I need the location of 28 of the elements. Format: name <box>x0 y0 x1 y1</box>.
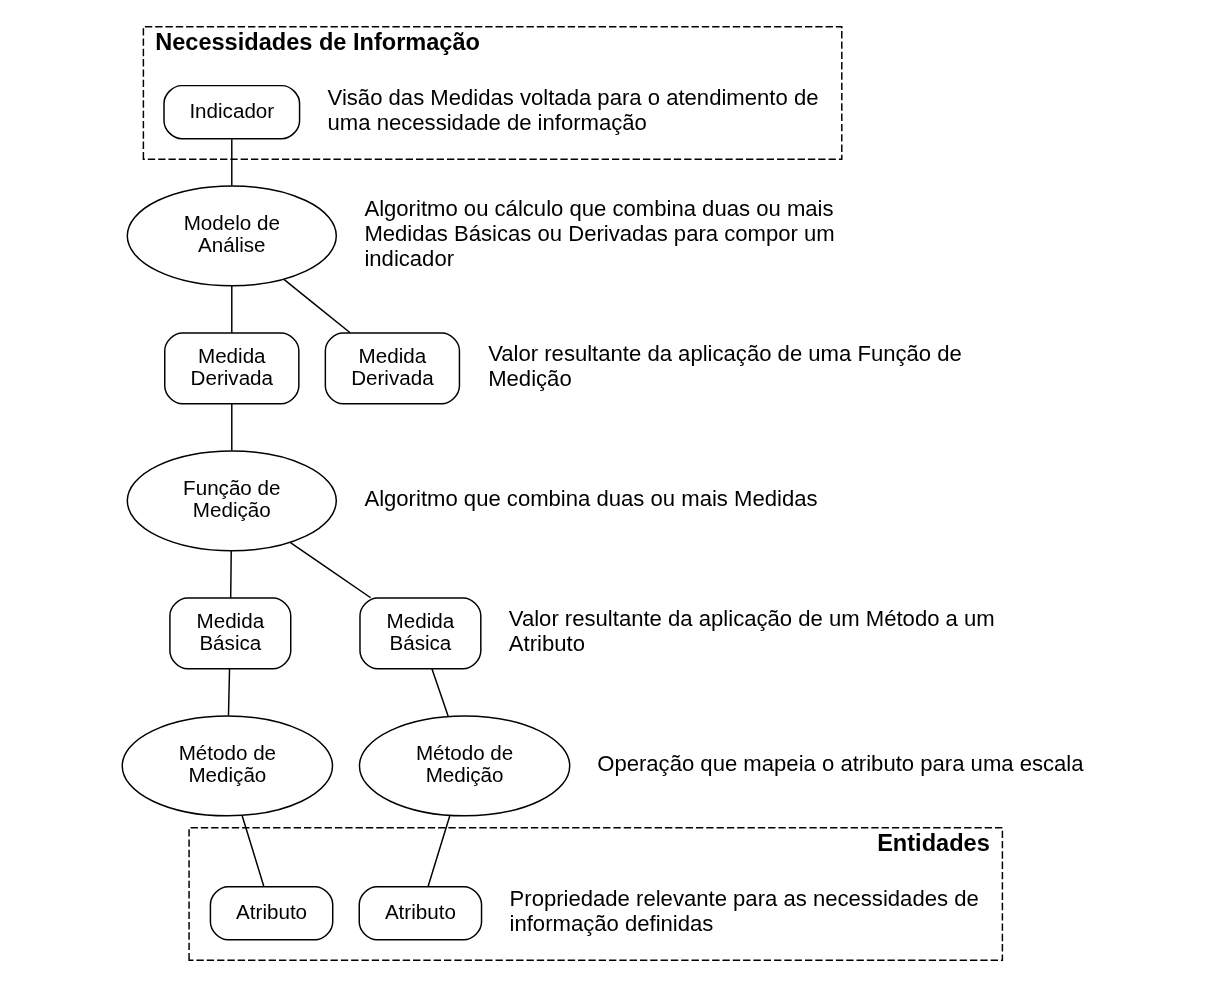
node-box: Atributo <box>209 885 333 940</box>
connector <box>230 138 233 186</box>
node-label: Operação que mapeia o atributo para uma escala <box>596 750 1084 776</box>
connector <box>240 814 265 887</box>
node-ellipse: Método de Medição <box>358 714 570 817</box>
node-box: Indicador <box>162 84 300 139</box>
connector <box>229 549 232 599</box>
connector <box>230 402 233 451</box>
node-box: Medida Derivada <box>163 331 300 404</box>
node-label: Valor resultante da aplicação de um Método a um Atributo <box>508 605 995 656</box>
node-label: Algoritmo ou cálculo que combina duas ou mais Medidas Básicas ou Derivadas para compor um indicador <box>363 195 835 271</box>
connector <box>426 814 451 887</box>
node-box: Medida Básica <box>168 596 291 669</box>
node-ellipse: Modelo de Análise <box>126 184 337 286</box>
connector <box>227 667 230 716</box>
node-label: Algoritmo que combina duas ou mais Medidas <box>363 485 818 511</box>
node-box: Medida Derivada <box>324 331 460 404</box>
node-ellipse: Método de Medição <box>121 714 333 817</box>
node-label: Valor resultante da aplicação de uma Função de Medição <box>487 340 962 391</box>
node-box: Medida Básica <box>358 596 482 669</box>
node-box: Atributo <box>358 885 482 940</box>
node-label: Propriedade relevante para as necessidades de informação definidas <box>509 885 979 936</box>
connector <box>282 278 351 334</box>
connector <box>230 284 233 334</box>
node-ellipse: Função de Medição <box>126 449 337 552</box>
connector <box>430 667 449 717</box>
connector <box>289 541 371 598</box>
node-label: Visão das Medidas voltada para o atendimento de uma necessidade de informação <box>327 84 818 135</box>
